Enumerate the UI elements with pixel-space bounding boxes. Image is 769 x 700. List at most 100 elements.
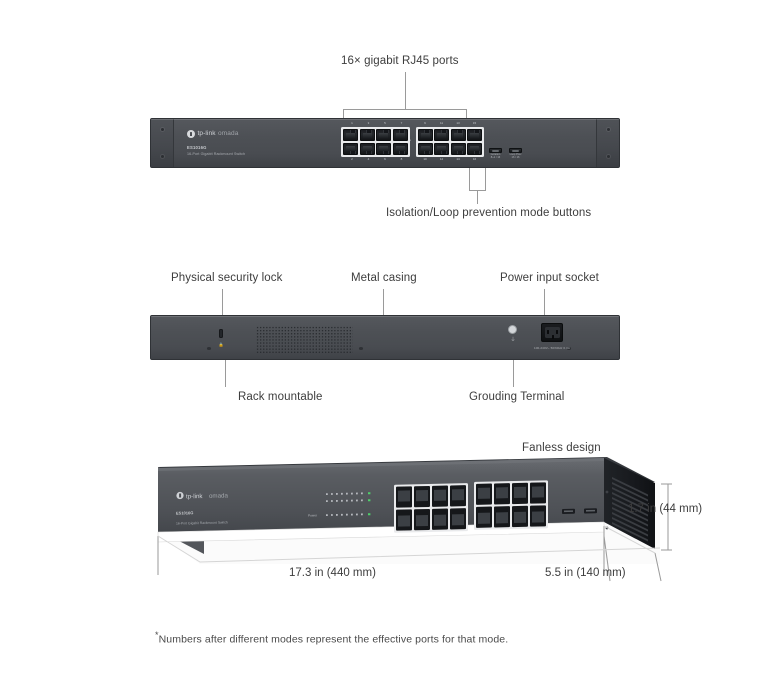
iso-port-group-2	[474, 480, 548, 530]
tplink-p-icon	[187, 130, 195, 138]
port-num-5: 5	[384, 121, 386, 125]
power-input-socket[interactable]	[541, 323, 563, 342]
rj45-port-7[interactable]	[392, 129, 408, 141]
rj45-port-6[interactable]	[376, 142, 391, 155]
rj45-port-block	[341, 127, 484, 157]
isolation-mode-button[interactable]: Isolation 8+1 / 16	[489, 148, 502, 160]
power-rating-label: 100-240V~ 50/60Hz 0.3A	[534, 346, 570, 350]
port-num-13: 13	[456, 121, 460, 125]
isometric-device: tp-link omada	[157, 457, 672, 582]
callout-rj45-ports: 16× gigabit RJ45 ports	[341, 55, 459, 67]
callout-rack-mountable: Rack mountable	[238, 391, 323, 403]
callout-fanless-design: Fanless design	[522, 442, 601, 454]
callout-grounding-terminal: Grouding Terminal	[469, 391, 565, 403]
footnote-text: Numbers after different modes represent …	[158, 633, 509, 646]
port-num-14: 14	[456, 157, 460, 161]
svg-text:Power: Power	[308, 513, 318, 517]
rj45-port-13[interactable]	[450, 129, 466, 141]
iso-description: 16-Port Gigabit Rackmount Switch	[176, 520, 228, 525]
iso-mode-buttons	[562, 508, 597, 514]
brand-name: tp-link	[197, 129, 216, 137]
port-num-11: 11	[439, 121, 444, 125]
port-num-4: 4	[367, 157, 370, 161]
front-chassis: tp-link omada ES1016G 16-Port Gigabit Ra…	[150, 118, 620, 168]
leader-buttons-vertical	[477, 190, 478, 204]
rj45-port-group-1	[341, 127, 410, 157]
ground-symbol-icon: ⏚	[510, 337, 516, 343]
brand-logo: tp-link omada	[187, 130, 238, 138]
port-num-15: 15	[472, 121, 477, 125]
callout-mode-buttons: Isolation/Loop prevention mode buttons	[386, 207, 592, 219]
leader-rack-mountable	[225, 360, 226, 387]
rear-screw-right	[567, 347, 571, 350]
port-num-2: 2	[351, 157, 353, 161]
rj45-port-5[interactable]	[376, 129, 391, 141]
leader-grounding-terminal	[513, 360, 514, 387]
iso-model: ES1016G	[176, 510, 193, 515]
callout-physical-security-lock: Physical security lock	[171, 272, 283, 284]
side-ventilation	[612, 476, 648, 542]
ventilation-grid	[256, 326, 353, 353]
dimension-height-line	[661, 483, 672, 551]
iso-led-bank: Power	[308, 492, 371, 518]
rj45-port-10[interactable]	[417, 142, 433, 155]
leader-power-socket	[544, 289, 545, 315]
loop-label-line2: 16 / 16	[511, 155, 520, 159]
rear-chassis: 🔒 ⏚ 100-240V~ 50/60Hz 0.3A	[150, 315, 620, 360]
bracket-rj45-top	[343, 109, 467, 110]
isolation-button-cap[interactable]	[489, 148, 502, 153]
isolation-label-line2: 8+1 / 16	[490, 155, 501, 159]
rj45-port-8[interactable]	[392, 142, 408, 155]
callout-metal-casing: Metal casing	[351, 272, 417, 284]
rj45-port-15[interactable]	[467, 129, 482, 141]
bracket-rj45-left	[343, 109, 344, 118]
rear-screw-mid	[359, 347, 363, 350]
iso-brand-logo: tp-link omada	[176, 491, 228, 500]
footnote-marker: *	[155, 630, 159, 640]
port-num-1: 1	[351, 121, 353, 125]
loop-prevention-mode-button[interactable]: Loop Prev 16 / 16	[509, 148, 522, 160]
sub-brand-name: omada	[218, 129, 239, 137]
rj45-port-9[interactable]	[417, 129, 433, 141]
loop-label-line1: Loop Prev	[509, 153, 522, 156]
rj45-port-14[interactable]	[450, 142, 466, 155]
callout-power-input-socket: Power input socket	[500, 272, 599, 284]
isolation-button-label: Isolation 8+1 / 16	[489, 153, 502, 160]
bracket-buttons-left	[469, 168, 470, 190]
isometric-front-panel: tp-link omada ES1016G 16-Port Gigabit Ra…	[176, 480, 597, 533]
leader-security-lock	[222, 289, 223, 315]
model-description: 16-Port Gigabit Rackmount Switch	[187, 152, 246, 156]
leader-rj45-vertical	[405, 72, 406, 109]
rear-screw-left	[207, 347, 211, 350]
loop-prevention-button-cap[interactable]	[509, 148, 522, 153]
rack-ear-left	[151, 119, 174, 167]
iso-port-group-1	[394, 483, 468, 533]
bracket-buttons-right	[485, 168, 486, 190]
port-num-6: 6	[384, 157, 386, 161]
model-number: ES1016G	[187, 145, 207, 150]
port-num-9: 9	[424, 121, 426, 125]
rj45-port-12[interactable]	[434, 142, 449, 155]
rj45-port-11[interactable]	[434, 129, 449, 141]
svg-text:omada: omada	[209, 492, 228, 499]
dimension-depth-line	[603, 535, 662, 582]
rj45-port-2[interactable]	[343, 142, 358, 155]
rj45-port-16[interactable]	[467, 142, 482, 155]
bracket-rj45-right	[466, 109, 467, 118]
rj45-port-3[interactable]	[359, 129, 375, 141]
svg-text:tp-link: tp-link	[186, 493, 203, 500]
port-num-10: 10	[423, 157, 427, 161]
base-plinth-outline	[157, 525, 661, 563]
dimension-height-label: 1.7 in (44 mm)	[628, 503, 703, 515]
rack-ear-right	[596, 119, 619, 167]
grounding-terminal	[508, 325, 517, 334]
footnote: *Numbers after different modes represent…	[155, 630, 508, 646]
isolation-label-line1: Isolation	[490, 153, 501, 156]
dimension-width-label: 17.3 in (440 mm)	[289, 567, 376, 579]
rj45-port-1[interactable]	[343, 129, 358, 141]
dimension-depth-label: 5.5 in (140 mm)	[545, 567, 626, 579]
port-num-8: 8	[400, 157, 403, 161]
physical-security-lock	[219, 329, 223, 338]
rj45-port-4[interactable]	[359, 142, 375, 155]
